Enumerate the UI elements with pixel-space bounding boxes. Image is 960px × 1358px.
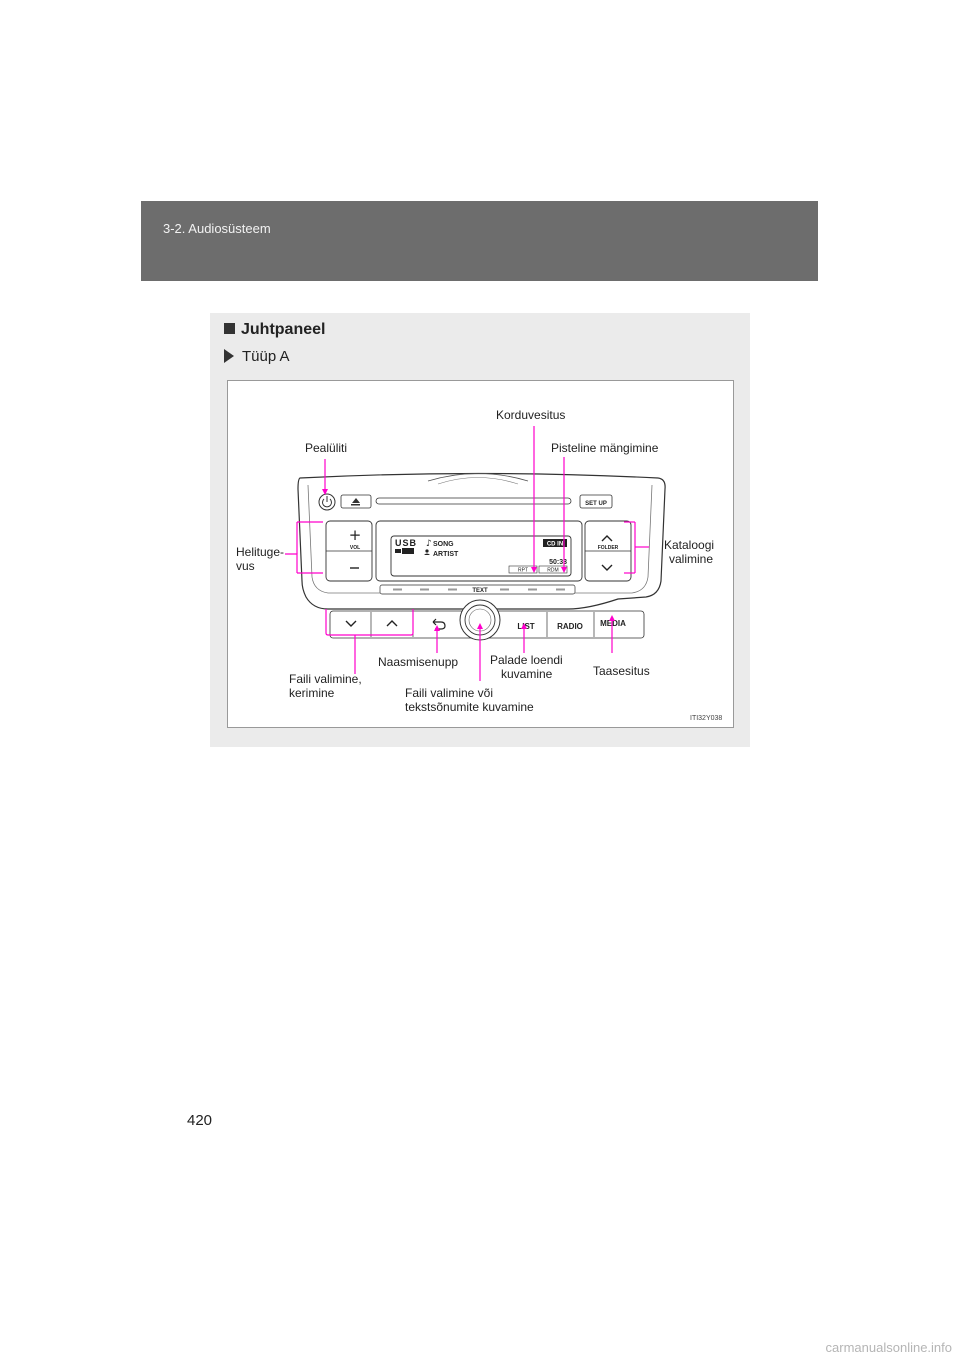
callout-palade-line1: Palade loendi — [490, 653, 563, 667]
display-usb: USB — [395, 538, 417, 548]
callout-faili-valimine: Faili valimine, kerimine — [289, 672, 362, 700]
callout-kataloogi: Kataloogi valimine — [664, 538, 714, 566]
header-bar: 3-2. Audiosüsteem — [141, 201, 818, 281]
svg-text:+: + — [349, 526, 362, 544]
text-button-label: TEXT — [472, 588, 488, 594]
chevron-down-icon — [345, 620, 357, 627]
setup-button — [579, 494, 613, 509]
figure-id: ITI32Y038 — [690, 715, 723, 722]
section-title: Juhtpaneel — [224, 321, 325, 339]
callout-helitugevus: Helituge- vus — [236, 545, 284, 573]
media-button-label: MEDIA — [600, 619, 626, 628]
triangle-bullet-icon — [224, 349, 234, 363]
audio-panel-illustration: SET UP + VOL USB ♪ SONG ARTIST CD IN 50:… — [285, 426, 666, 681]
rdm-indicator — [538, 565, 568, 574]
footer-watermark: carmanualsonline.info — [825, 1340, 952, 1355]
back-arrow-icon — [433, 621, 446, 630]
radio-button-label: RADIO — [557, 622, 583, 631]
callout-faili-line2: kerimine — [289, 686, 335, 700]
section-subtitle-text: Tüüp A — [242, 348, 290, 365]
rpt-label: RPT — [518, 568, 528, 574]
callout-taasesitus: Taasesitus — [593, 664, 650, 678]
folder-label: FOLDER — [598, 545, 619, 551]
callout-faili-voi-line1: Faili valimine või — [405, 686, 494, 700]
callout-kataloogi-line1: Kataloogi — [664, 538, 715, 552]
audio-panel-figure: SET UP + VOL USB ♪ SONG ARTIST CD IN 50:… — [227, 380, 734, 728]
cd-in-indicator — [543, 539, 567, 547]
svg-text:♪: ♪ — [426, 539, 432, 549]
square-bullet-icon — [224, 323, 235, 334]
section-title-text: Juhtpaneel — [241, 321, 326, 338]
callout-korduvesitus: Korduvesitus — [496, 408, 566, 422]
cd-slot — [375, 497, 572, 505]
preset-strip — [379, 584, 576, 595]
callout-kataloogi-line2: valimine — [669, 552, 714, 566]
callout-naasmisenupp: Naasmisenupp — [378, 655, 459, 669]
callout-helitugevus-line1: Helituge- — [236, 545, 285, 559]
page-number: 420 — [187, 1112, 213, 1129]
list-button-label: LIST — [517, 622, 534, 631]
callout-lines — [285, 426, 649, 681]
chevron-up-icon — [386, 620, 398, 627]
setup-button-label: SET UP — [585, 501, 607, 507]
callout-arrowheads — [322, 489, 615, 631]
callout-pealuliti: Pealüliti — [305, 441, 348, 455]
callout-faili-voi: Faili valimine või tekstsõnumite kuvamin… — [405, 686, 534, 714]
callout-helitugevus-line2: vus — [236, 559, 255, 573]
callout-palade: Palade loendi kuvamine — [490, 653, 563, 681]
rpt-indicator — [508, 565, 538, 574]
rdm-label: RDM — [547, 568, 558, 574]
callout-pisteline: Pisteline mängimine — [551, 441, 659, 455]
section-subtitle: Tüüp A — [224, 348, 290, 365]
callout-faili-voi-line2: tekstsõnumite kuvamine — [405, 700, 534, 714]
callout-faili-line1: Faili valimine, — [289, 672, 362, 686]
display-song: SONG — [433, 541, 454, 548]
callout-palade-line2: kuvamine — [501, 667, 553, 681]
vol-label: VOL — [350, 545, 360, 551]
display-time: 50:33 — [549, 559, 567, 566]
display-artist: ARTIST — [433, 551, 459, 558]
section-breadcrumb: 3-2. Audiosüsteem — [163, 221, 271, 236]
cd-in-label: CD IN — [547, 542, 563, 548]
